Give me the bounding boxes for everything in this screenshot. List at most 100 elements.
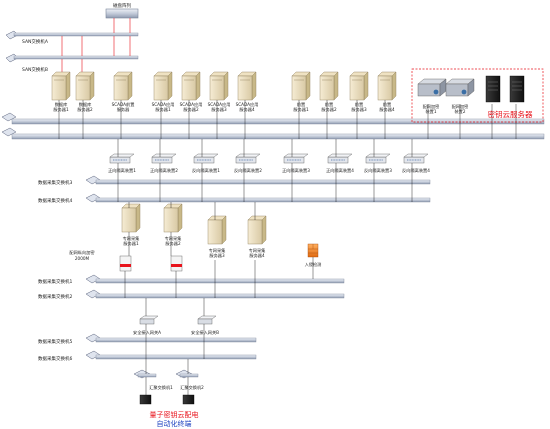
server-scada-fe-line1: SCADA前置 <box>112 101 135 108</box>
acq-server-1-line1: 专网采集 <box>123 235 141 242</box>
server-fe-3-line2: 服务器3 <box>351 106 367 113</box>
auth-gateway-line1: 配网纵向加密 <box>69 249 94 256</box>
acq-servers: 专网采集 服务器1 专网采集 服务器2 专网采集 服务器3 专网采集 服务器4 <box>121 203 267 259</box>
server-fe-1-line2: 服务器1 <box>293 106 309 113</box>
isolation-links <box>117 139 413 202</box>
acq-server-4: 专网采集 服务器4 <box>247 215 267 259</box>
server-fe-1-line1: 前置 <box>297 101 305 108</box>
terminal-device-1 <box>139 394 152 405</box>
server-fe-2-line1: 前置 <box>325 101 333 108</box>
switch-2-bus <box>95 293 345 299</box>
disk-array <box>105 8 139 19</box>
security-gateways: 安全接入网关A 安全接入网关B <box>133 315 219 336</box>
server-scada-app-3-line1: SCADA应用 <box>208 101 231 108</box>
top-servers: 数据库 服务器1 数据库 服务器2 SCADA前置 服务器 SCADA应用 服务… <box>51 71 397 113</box>
server-scada-app-4-line2: 服务器4 <box>239 106 255 113</box>
switch-2-label: 数据采集交换机2 <box>38 293 72 300</box>
aggregate-switches: 汇聚交换机1 汇聚交换机2 <box>133 369 204 391</box>
server-db-2-line2: 服务器2 <box>77 106 93 113</box>
san-switch-b-bus <box>13 55 139 60</box>
backbone-b-cap <box>1 127 17 137</box>
server-scada-app-1-line1: SCADA应用 <box>152 101 175 108</box>
aggregate-switch-1: 汇聚交换机1 <box>133 369 173 391</box>
switch-6-label: 数据采集交换机6 <box>38 355 72 362</box>
gateway-b-label: 安全接入网关B <box>191 329 219 336</box>
server-fe-1: 前置 服务器1 <box>291 71 311 113</box>
isolation-device: 反向隔离装置4 <box>402 153 430 174</box>
terminal-device-2 <box>182 394 195 405</box>
aggregate-links <box>145 359 189 395</box>
san-switch-a-label: SAN交换机A <box>22 38 49 45</box>
auth-device-1 <box>119 255 132 298</box>
auth-devices: 配网纵向加密 2000M <box>69 249 183 298</box>
isolation-device-label: 反向隔离装置4 <box>402 167 430 174</box>
isolation-device: 反向隔离装置1 <box>192 153 220 174</box>
isolation-device-label: 反向隔离装置2 <box>234 167 262 174</box>
key-cloud-group: 配网加密 装置1 配网加密 装置2 密钥云服务器 <box>411 68 544 123</box>
server-db-1: 数据库 服务器1 <box>51 71 71 113</box>
acq-server-3-line2: 服务器3 <box>209 252 225 259</box>
isolation-device: 正向隔离装置4 <box>326 153 354 174</box>
server-fe-3-line1: 前置 <box>355 101 363 108</box>
switch-1-bus <box>95 278 345 284</box>
key-cloud-server-2 <box>509 75 525 103</box>
acq-server-2-line1: 专网采集 <box>165 235 183 242</box>
server-fe-2: 前置 服务器2 <box>319 71 339 113</box>
backbone-a-cap <box>1 112 17 122</box>
switch-5-label: 数据采集交换机5 <box>38 338 72 345</box>
switch-5-bus <box>95 337 257 343</box>
crypto-device-1-line1: 配网加密 <box>423 103 440 110</box>
server-db-1-line1: 数据库 <box>55 101 68 108</box>
isolation-device: 反向隔离装置2 <box>234 153 262 174</box>
acq-server-3-line1: 专网采集 <box>209 247 227 254</box>
key-cloud-label: 密钥云服务器 <box>488 109 533 119</box>
server-fe-2-line2: 服务器2 <box>321 106 337 113</box>
server-scada-app-2: SCADA应用 服务器2 <box>180 71 203 113</box>
server-scada-app-4-line1: SCADA应用 <box>236 101 259 108</box>
isolation-device-label: 正向隔离装置2 <box>150 167 178 174</box>
terminal-label-line2: 自动化终端 <box>157 419 192 428</box>
server-scada-fe: SCADA前置 服务器 <box>112 71 135 113</box>
gateway-links <box>145 298 205 359</box>
isolation-device: 反向隔离装置3 <box>364 153 392 174</box>
server-db-2-line1: 数据库 <box>79 101 92 108</box>
auth-gateway-line2: 2000M <box>75 256 90 261</box>
crypto-device-2: 配网加密 装置2 <box>445 78 475 115</box>
crypto-device-2-line1: 配网加密 <box>452 103 469 110</box>
acq-links <box>128 202 256 298</box>
san-switch-b-label: SAN交换机B <box>22 66 48 73</box>
server-scada-app-2-line1: SCADA应用 <box>180 101 203 108</box>
crypto-device-2-line2: 装置2 <box>454 108 465 115</box>
acq-server-1-line2: 服务器1 <box>123 240 139 247</box>
isolation-device-label: 正向隔离装置1 <box>108 167 136 174</box>
switch-3-bus <box>95 179 431 185</box>
aggregate-switch-2-label: 汇聚交换机2 <box>180 384 204 391</box>
switch-4-label: 数据采集交换机4 <box>38 197 72 204</box>
server-scada-app-1: SCADA应用 服务器1 <box>152 71 175 113</box>
server-backbone-links <box>58 100 517 139</box>
switch-4-bus <box>95 197 431 203</box>
intrusion-label: 入侵检测 <box>305 261 322 268</box>
acq-server-4-line1: 专网采集 <box>249 247 267 254</box>
gateway-a-label: 安全接入网关A <box>133 329 161 336</box>
server-scada-app-2-line2: 服务器2 <box>183 106 199 113</box>
server-scada-fe-line2: 服务器 <box>117 106 130 113</box>
aggregate-switch-2: 汇聚交换机2 <box>175 369 204 391</box>
backbone-b <box>11 133 545 140</box>
server-fe-4-line2: 服务器4 <box>379 106 395 113</box>
server-fe-3: 前置 服务器3 <box>349 71 369 113</box>
isolation-device: 正向隔离装置3 <box>282 153 310 174</box>
server-scada-app-3-line2: 服务器3 <box>211 106 227 113</box>
server-db-1-line2: 服务器1 <box>53 106 69 113</box>
aggregate-switch-1-label: 汇聚交换机1 <box>149 384 173 391</box>
switch-1-label: 数据采集交换机1 <box>38 278 72 285</box>
isolation-device-label: 正向隔离装置4 <box>326 167 354 174</box>
switch-3-label: 数据采集交换机3 <box>38 179 72 186</box>
server-scada-app-3: SCADA应用 服务器3 <box>208 71 231 113</box>
isolation-device-label: 反向隔离装置3 <box>364 167 392 174</box>
gateway-b: 安全接入网关B <box>191 315 219 336</box>
isolation-device-label: 反向隔离装置1 <box>192 167 220 174</box>
acq-server-2: 专网采集 服务器2 <box>163 203 183 247</box>
isolation-device: 正向隔离装置1 <box>108 153 136 174</box>
